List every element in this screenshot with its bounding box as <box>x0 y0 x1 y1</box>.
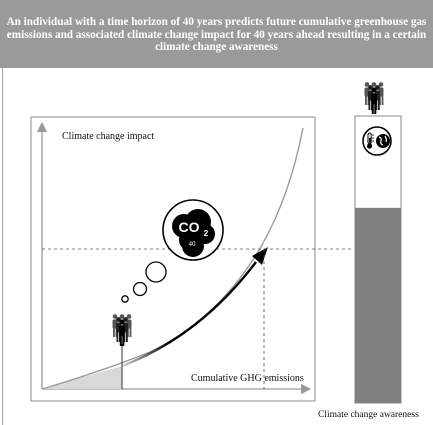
co2-text: CO <box>179 219 200 235</box>
y-axis-label: Climate change impact <box>62 131 155 142</box>
co2-subscript: 2 <box>204 229 209 238</box>
x-axis-label: Cumulative GHG emissions <box>191 373 304 384</box>
time-horizon-badge: 40 <box>183 234 201 252</box>
left-border <box>2 68 3 425</box>
thermometer-globe-icon <box>362 126 392 156</box>
awareness-bar-label: Climate change awareness <box>318 410 419 420</box>
chart-frame <box>30 116 316 402</box>
header-banner: An individual with a time horizon of 40 … <box>0 0 433 68</box>
forecast-arrow <box>121 261 257 368</box>
people-group-icon-bar <box>364 82 384 114</box>
awareness-bar-fill <box>355 207 401 403</box>
time-horizon-label: 40 <box>189 240 197 248</box>
people-group-icon <box>112 314 132 346</box>
header-title: An individual with a time horizon of 40 … <box>6 16 427 53</box>
